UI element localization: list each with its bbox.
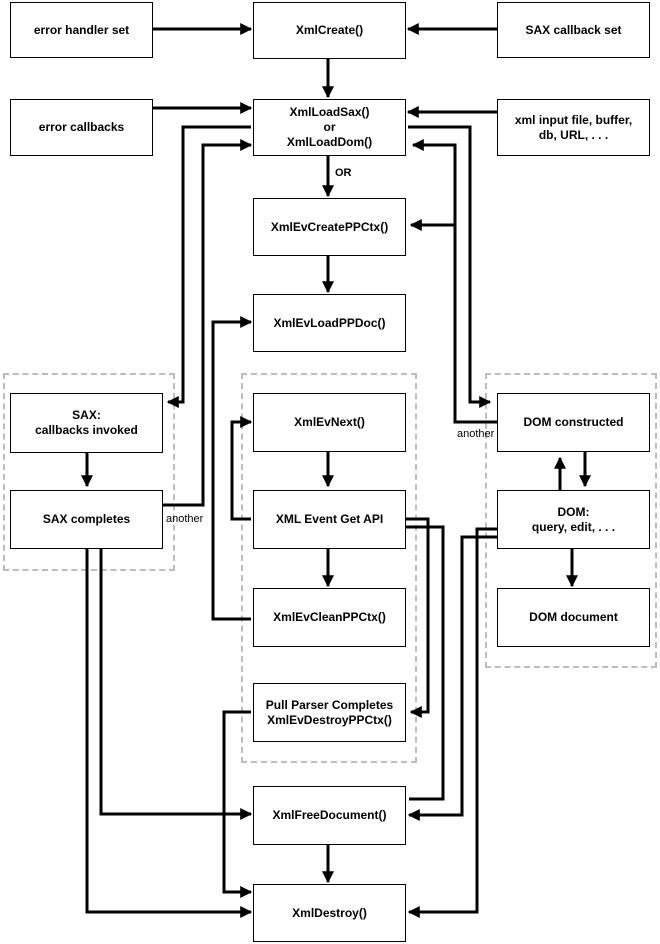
arrow-saxcompletes-to-free bbox=[99, 549, 253, 820]
node-sax-completes: SAX completes bbox=[10, 490, 163, 549]
node-sax-callback-set: SAX callback set bbox=[497, 2, 650, 58]
arrow-pullcomplete-to-destroy bbox=[222, 710, 253, 898]
node-ev-load-ppdoc: XmlEvLoadPPDoc() bbox=[253, 294, 406, 352]
node-xml-input: xml input file, buffer, db, URL, . . . bbox=[497, 99, 650, 156]
node-xml-create: XmlCreate() bbox=[253, 2, 406, 59]
arrow-evclean-to-evload bbox=[211, 316, 253, 621]
node-xml-destroy: XmlDestroy() bbox=[253, 884, 406, 942]
node-sax-callbacks: SAX: callbacks invoked bbox=[10, 393, 163, 453]
label-or: OR bbox=[335, 167, 352, 179]
arrow-saxcompletes-to-destroy bbox=[85, 549, 253, 918]
node-ev-next: XmlEvNext() bbox=[253, 393, 406, 452]
label-another-sax: another bbox=[166, 513, 204, 525]
arrow-domquery-to-destroy bbox=[407, 527, 497, 918]
node-ev-clean-ppctx: XmlEvCleanPPCtx() bbox=[253, 588, 406, 647]
label-another-dom: another bbox=[457, 428, 495, 440]
node-event-get-api: XML Event Get API bbox=[253, 490, 406, 549]
arrow-eventapi-to-evnext bbox=[230, 416, 253, 521]
arrow-load-to-dom bbox=[408, 125, 492, 408]
arrow-load-to-sax bbox=[166, 125, 251, 408]
node-error-handler-set: error handler set bbox=[10, 2, 153, 58]
node-ev-create-ppctx: XmlEvCreatePPCtx() bbox=[253, 198, 406, 256]
dom-group-frame bbox=[485, 373, 657, 668]
arrow-dom-another-to-load bbox=[411, 139, 486, 424]
node-dom-query: DOM: query, edit, . . . bbox=[497, 490, 650, 549]
node-error-callbacks: error callbacks bbox=[10, 99, 153, 156]
node-xml-free-document: XmlFreeDocument() bbox=[253, 786, 406, 845]
node-dom-constructed: DOM constructed bbox=[497, 393, 650, 452]
sax-group-frame bbox=[3, 373, 175, 571]
node-dom-document: DOM document bbox=[497, 588, 650, 647]
node-pull-parser-completes: Pull Parser Completes XmlEvDestroyPPCtx(… bbox=[253, 683, 406, 742]
arrow-domquery-to-free bbox=[407, 535, 497, 821]
pull-parser-group-frame bbox=[241, 373, 417, 763]
arrow-eventapi-to-pullcomplete bbox=[405, 517, 430, 718]
node-xml-load: XmlLoadSax() or XmlLoadDom() bbox=[253, 99, 406, 156]
arrow-saxcompletes-another bbox=[163, 139, 253, 507]
line-eventapi-to-free bbox=[405, 525, 445, 801]
